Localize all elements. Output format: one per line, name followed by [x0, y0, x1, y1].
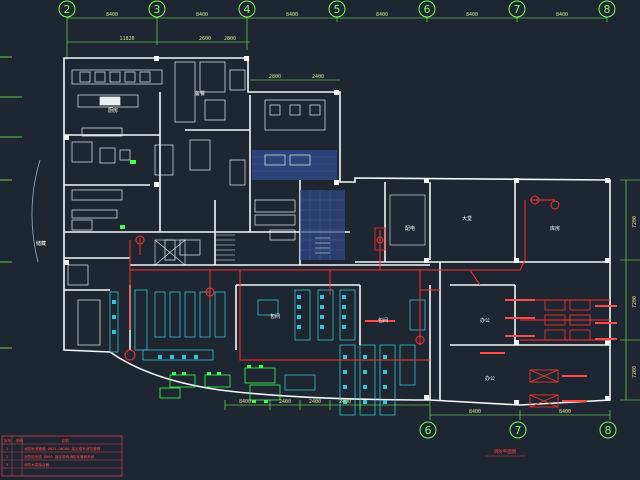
legend-row-3-no: 3 — [6, 463, 8, 467]
room-label-lobby: 大堂 — [462, 215, 472, 222]
axis-label-4: 4 — [244, 3, 251, 16]
axis-markers-bottom: 6 7 8 — [419, 421, 617, 439]
dim-sub-5: 2400 — [312, 74, 324, 80]
dim-bottom-1: 8400 — [239, 399, 251, 405]
axis-marker-6: 6 — [418, 0, 436, 18]
legend-table — [1, 435, 123, 477]
axis-label-2: 2 — [64, 3, 71, 16]
dim-top-3: 8400 — [286, 12, 298, 18]
axis-marker-bottom-8: 8 — [599, 421, 617, 439]
tiled-floor-area — [252, 150, 345, 260]
dim-sub-1: 11820 — [119, 36, 134, 42]
dim-sub-2: 2600 — [199, 36, 211, 42]
axis-marker-bottom-7: 7 — [509, 421, 527, 439]
fire-hydrant-markers — [124, 195, 560, 361]
dim-right-2: 7200 — [632, 296, 638, 308]
axis-marker-5: 5 — [328, 0, 346, 18]
dim-right-3: 7200 — [632, 366, 638, 378]
dimension-chain-bottom — [224, 400, 611, 420]
dimension-chain-top — [66, 17, 608, 81]
room-label-kitchen: 厨房 — [108, 107, 118, 114]
right-dimension-chain — [620, 179, 640, 401]
room-label-power: 配电 — [405, 225, 415, 232]
axis-label-6: 6 — [424, 3, 431, 16]
legend-row-2-text: 消防栓系统 DN65 接至原有消防栓管网系统 — [24, 454, 95, 459]
curved-outer-wall-left — [31, 159, 41, 263]
room-label-private-1: 包间 — [270, 313, 280, 320]
dim-right-1: 7200 — [632, 216, 638, 228]
legend-header-desc: 说明 — [61, 438, 69, 443]
green-chairs — [120, 160, 268, 403]
room-label-office-2: 办公 — [485, 375, 495, 382]
left-axis-ticks — [0, 56, 22, 349]
cyan-chair-grid — [112, 295, 387, 404]
dim-top-4: 8400 — [376, 12, 388, 18]
axis-markers-top: 2 3 4 5 6 7 8 — [58, 0, 616, 18]
axis-label-8: 8 — [604, 3, 611, 16]
dim-top-5: 8400 — [466, 12, 478, 18]
legend-row-2-no: 2 — [6, 455, 8, 459]
axis-marker-3: 3 — [148, 0, 166, 18]
room-label-prep: 备餐 — [195, 90, 205, 97]
axis-marker-bottom-6: 6 — [419, 421, 437, 439]
axis-label-bottom-6: 6 — [425, 424, 432, 437]
legend-row-1-text: 消防喷淋管道 DN25-DN100 接至原有消防管网 — [24, 446, 101, 451]
kitchen-equipment — [67, 61, 326, 346]
room-label-store: 储藏 — [36, 240, 46, 247]
legend-title: 图例 — [16, 438, 24, 443]
axis-marker-7: 7 — [508, 0, 526, 18]
axis-label-bottom-8: 8 — [605, 424, 612, 437]
axis-label-bottom-7: 7 — [515, 424, 522, 437]
dim-bottom-5: 8400 — [469, 409, 481, 415]
fire-equipment-panels — [374, 227, 591, 408]
dim-top-2: 8400 — [196, 12, 208, 18]
structural-columns — [64, 56, 610, 405]
fire-annotation-text-marks — [365, 299, 617, 402]
room-label-office-1: 办公 — [480, 317, 490, 324]
dim-bottom-3: 2400 — [309, 399, 321, 405]
dim-sub-3: 2800 — [224, 36, 236, 42]
dim-bottom-2: 2400 — [279, 399, 291, 405]
axis-label-3: 3 — [154, 3, 161, 16]
room-label-private-2: 包间 — [378, 317, 388, 324]
legend-row-1-no: 1 — [6, 447, 8, 451]
legend-header-no: 序号 — [4, 438, 12, 443]
dim-sub-4: 2800 — [269, 74, 281, 80]
axis-marker-8: 8 — [598, 0, 616, 18]
drawing-title-note: 消防平面图 — [494, 448, 517, 455]
cyan-furniture — [109, 289, 426, 416]
dim-top-1: 8400 — [106, 12, 118, 18]
legend-row-3-text: 消防水泵接合器 — [24, 462, 50, 467]
fire-sprinkler-pipe-network — [129, 199, 610, 361]
elevator-shaft — [154, 194, 426, 266]
staircase — [215, 234, 330, 261]
axis-label-7: 7 — [514, 3, 521, 16]
room-label-storage: 库房 — [550, 225, 560, 232]
dim-top-6: 8400 — [556, 12, 568, 18]
axis-marker-2: 2 — [58, 0, 76, 18]
dim-bottom-6: 8400 — [559, 409, 571, 415]
dim-bottom-4: 2400 — [339, 399, 351, 405]
axis-label-5: 5 — [334, 3, 341, 16]
axis-marker-4: 4 — [238, 0, 256, 18]
